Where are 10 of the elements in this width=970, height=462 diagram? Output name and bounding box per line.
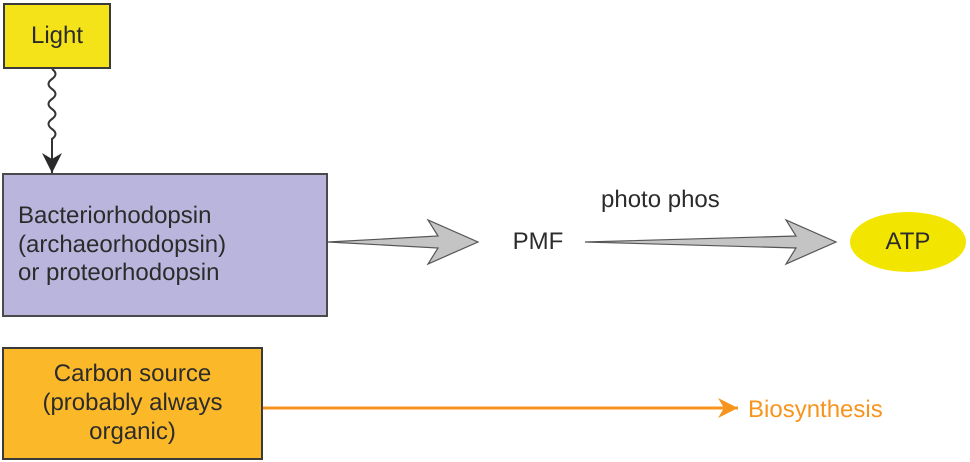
intermediate-label: PMF [495,222,581,262]
source-box: Light [3,3,111,69]
product-label: Biosynthesis [748,390,948,430]
arrow [263,398,738,418]
wavy-arrow [42,68,62,173]
protein-box: Bacteriorhodopsin (archaeorhodopsin) or proteorhodopsin [2,173,328,317]
source-box: Carbon source (probably always organic) [2,347,263,460]
block-arrow [327,218,480,266]
product-ellipse: ATP [850,212,966,272]
block-arrow [584,218,838,266]
